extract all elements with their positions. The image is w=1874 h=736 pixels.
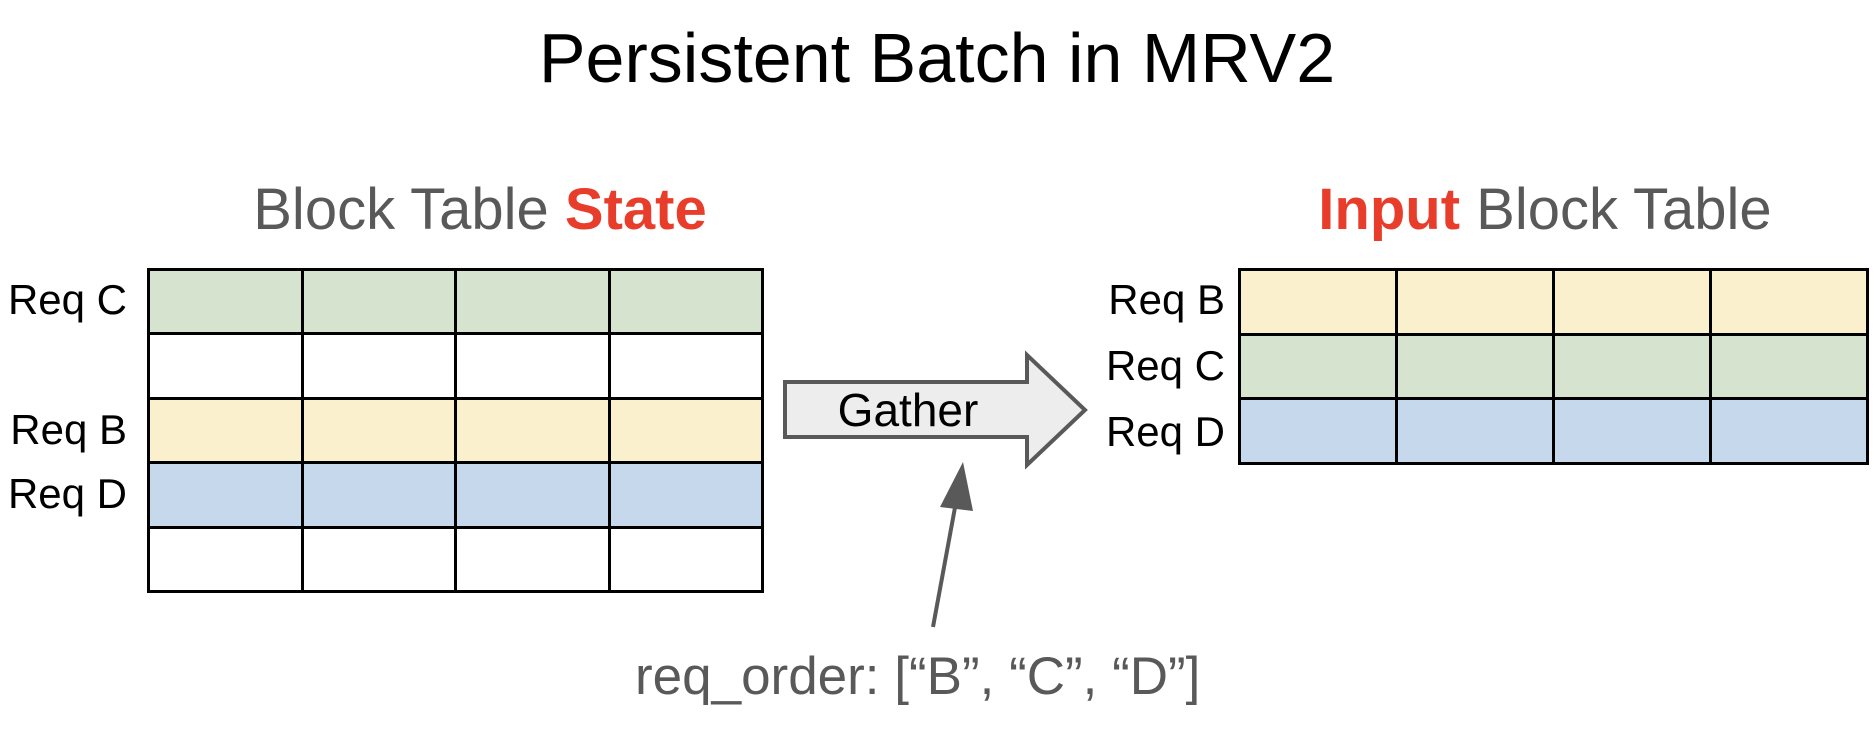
table-cell [1712,335,1866,398]
req-order-annotation: req_order: [“B”, “C”, “D”] [635,647,1201,706]
table-cell [303,464,454,526]
row-label-req-c: Req C [7,276,127,323]
table-cell [150,335,301,397]
table-cell [610,271,761,333]
slide-title: Persistent Batch in MRV2 [538,19,1336,97]
table-cell [457,464,608,526]
table-cell [303,399,454,462]
table-cell [1241,271,1395,333]
table-cell [1555,271,1709,333]
block-table-state [147,268,764,593]
row-label-req-d: Req D [7,470,127,517]
table-cell [150,464,301,526]
left-heading-highlight: State [564,177,707,242]
table-cell [610,399,761,462]
table-cell [150,528,301,590]
table-cell [1398,335,1552,398]
table-cell [1712,271,1866,333]
input-block-table [1238,268,1869,465]
table-cell [610,335,761,397]
table-cell [1712,400,1866,462]
table-cell [1398,271,1552,333]
table-cell [457,528,608,590]
table-cell [457,335,608,397]
table-cell [1398,400,1552,462]
annotation-arrowhead-icon [940,462,973,511]
gather-arrow-label: Gather [837,384,979,436]
table-cell [303,271,454,333]
table-cell [1555,335,1709,398]
row-label-req-b: Req B [1108,276,1225,323]
right-heading-highlight: Input [1318,177,1461,242]
table-cell [610,528,761,590]
right-heading-suffix: Block Table [1460,177,1772,242]
table-cell [610,464,761,526]
table-cell [303,335,454,397]
row-label-req-d: Req D [1105,408,1225,455]
table-cell [150,399,301,462]
left-table-heading: Block Table State [130,178,830,242]
table-cell [1241,400,1395,462]
table-cell [457,399,608,462]
table-cell [303,528,454,590]
left-heading-prefix: Block Table [253,177,565,242]
annotation-arrow-line [931,501,958,628]
row-label-req-b: Req B [10,406,127,453]
table-cell [150,271,301,333]
right-table-heading: Input Block Table [1195,178,1874,242]
table-cell [1555,400,1709,462]
table-cell [1241,335,1395,398]
row-label-req-c: Req C [1105,342,1225,389]
table-cell [457,271,608,333]
